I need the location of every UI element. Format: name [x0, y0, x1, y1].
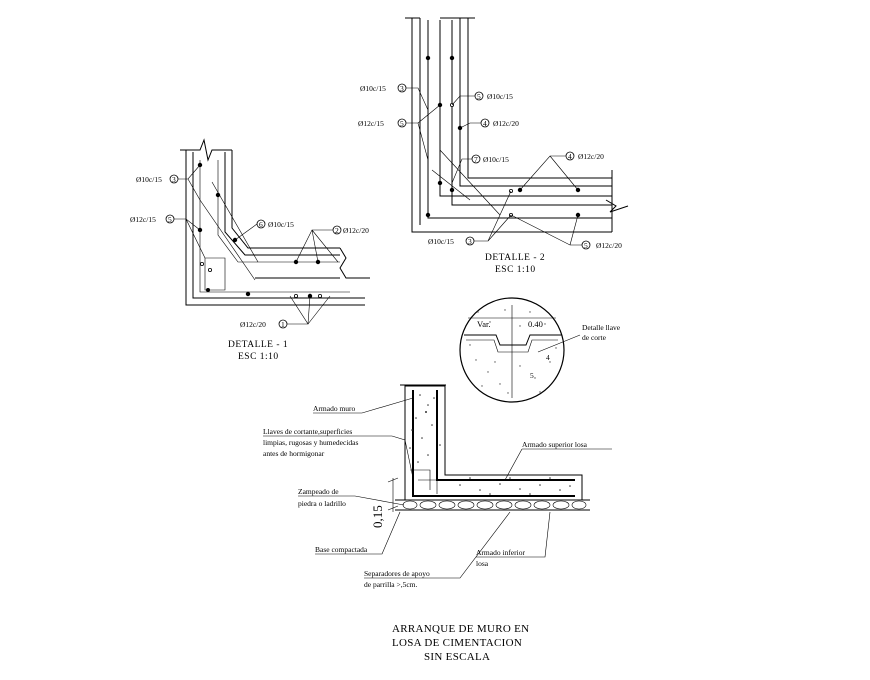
label-llaves-2: limpias, rugosas y humedecidas: [263, 438, 358, 447]
d2-label-n3a: 3: [400, 84, 404, 93]
label-armado-superior: Armado superior losa: [522, 440, 588, 449]
label-armado-inferior-2: losa: [476, 559, 489, 568]
detalle1-scale: ESC 1:10: [238, 352, 279, 362]
dim-015: 0,15: [370, 505, 385, 528]
label-phi12c15: Ø12c/15: [130, 215, 156, 224]
label-base: Base compactada: [315, 545, 368, 554]
d2-label-n4a: 4: [483, 119, 487, 128]
llave-dim2: 4: [546, 353, 550, 362]
detalle2-title: DETALLE - 2: [485, 253, 545, 263]
label-armado-muro: Armado muro: [313, 404, 356, 413]
title-line-1: ARRANQUE DE MURO EN: [392, 623, 529, 635]
title-line-3: SIN ESCALA: [424, 651, 490, 663]
label-armado-inferior-1: Armado inferior: [476, 548, 525, 557]
label-phi10c15b: Ø10c/15: [268, 220, 294, 229]
label-llaves-1: Llaves de cortante,superficies: [263, 427, 352, 436]
title-line-2: LOSA DE CIMENTACION: [392, 637, 522, 649]
arranque-detail: 0,15 Armado muro Llaves de cortante,supe…: [263, 384, 612, 589]
llave-label-1: Detalle llave: [582, 323, 621, 332]
detalle-2: Ø10c/15 3 Ø12c/15 5 5 Ø10c/15 4 Ø12c/20 …: [358, 17, 629, 275]
d2-label-phi10c15-7: Ø10c/15: [483, 155, 509, 164]
d2-label-n5b: 5: [477, 92, 481, 101]
d2-label-n5a: 5: [400, 119, 404, 128]
d2-label-phi12c20-bot: Ø12c/20: [596, 241, 622, 250]
d2-label-n3b: 3: [468, 237, 472, 246]
llave-dim1: 0.40: [528, 319, 543, 329]
label-phi12c20: Ø12c/20: [343, 226, 369, 235]
llave-detail: Var. 0.40 4 5 Detalle llave de corte: [459, 297, 621, 403]
d2-label-phi12c20-r: Ø12c/20: [493, 119, 519, 128]
label-zampeado-1: Zampeado de: [298, 487, 339, 496]
detalle-1: Ø10c/15 3 Ø12c/15 5 6 Ø10c/15 2 Ø12c/20 …: [130, 138, 370, 362]
label-n1: 1: [281, 320, 285, 329]
label-n5: 5: [168, 215, 172, 224]
label-separadores-1: Separadores de apoyo: [364, 569, 430, 578]
d2-label-n7: 7: [474, 155, 478, 164]
llave-label-2: de corte: [582, 333, 607, 342]
d2-label-n5c: 5: [584, 241, 588, 250]
label-n2: 2: [335, 226, 339, 235]
label-n6: 6: [259, 220, 263, 229]
d2-label-phi10c15-r: Ø10c/15: [487, 92, 513, 101]
d2-label-phi12c20-r2: Ø12c/20: [578, 152, 604, 161]
label-phi10c15: Ø10c/15: [136, 175, 162, 184]
d2-label-phi10c15-bot: Ø10c/15: [428, 237, 454, 246]
label-llaves-3: antes de hormigonar: [263, 449, 325, 458]
d2-label-n4b: 4: [568, 152, 572, 161]
label-separadores-2: de parrilla >,5cm.: [364, 580, 418, 589]
d2-label-phi12c15-left: Ø12c/15: [358, 119, 384, 128]
label-zampeado-2: piedra o ladrillo: [298, 499, 346, 508]
label-n3: 3: [172, 175, 176, 184]
drawing-title: ARRANQUE DE MURO EN LOSA DE CIMENTACION …: [392, 623, 529, 663]
label-phi12c20b: Ø12c/20: [240, 320, 266, 329]
d2-label-phi10c15-left: Ø10c/15: [360, 84, 386, 93]
llave-var: Var.: [477, 319, 490, 329]
llave-dim3: 5: [530, 371, 534, 380]
detalle1-title: DETALLE - 1: [228, 340, 288, 350]
detalle2-scale: ESC 1:10: [495, 265, 536, 275]
